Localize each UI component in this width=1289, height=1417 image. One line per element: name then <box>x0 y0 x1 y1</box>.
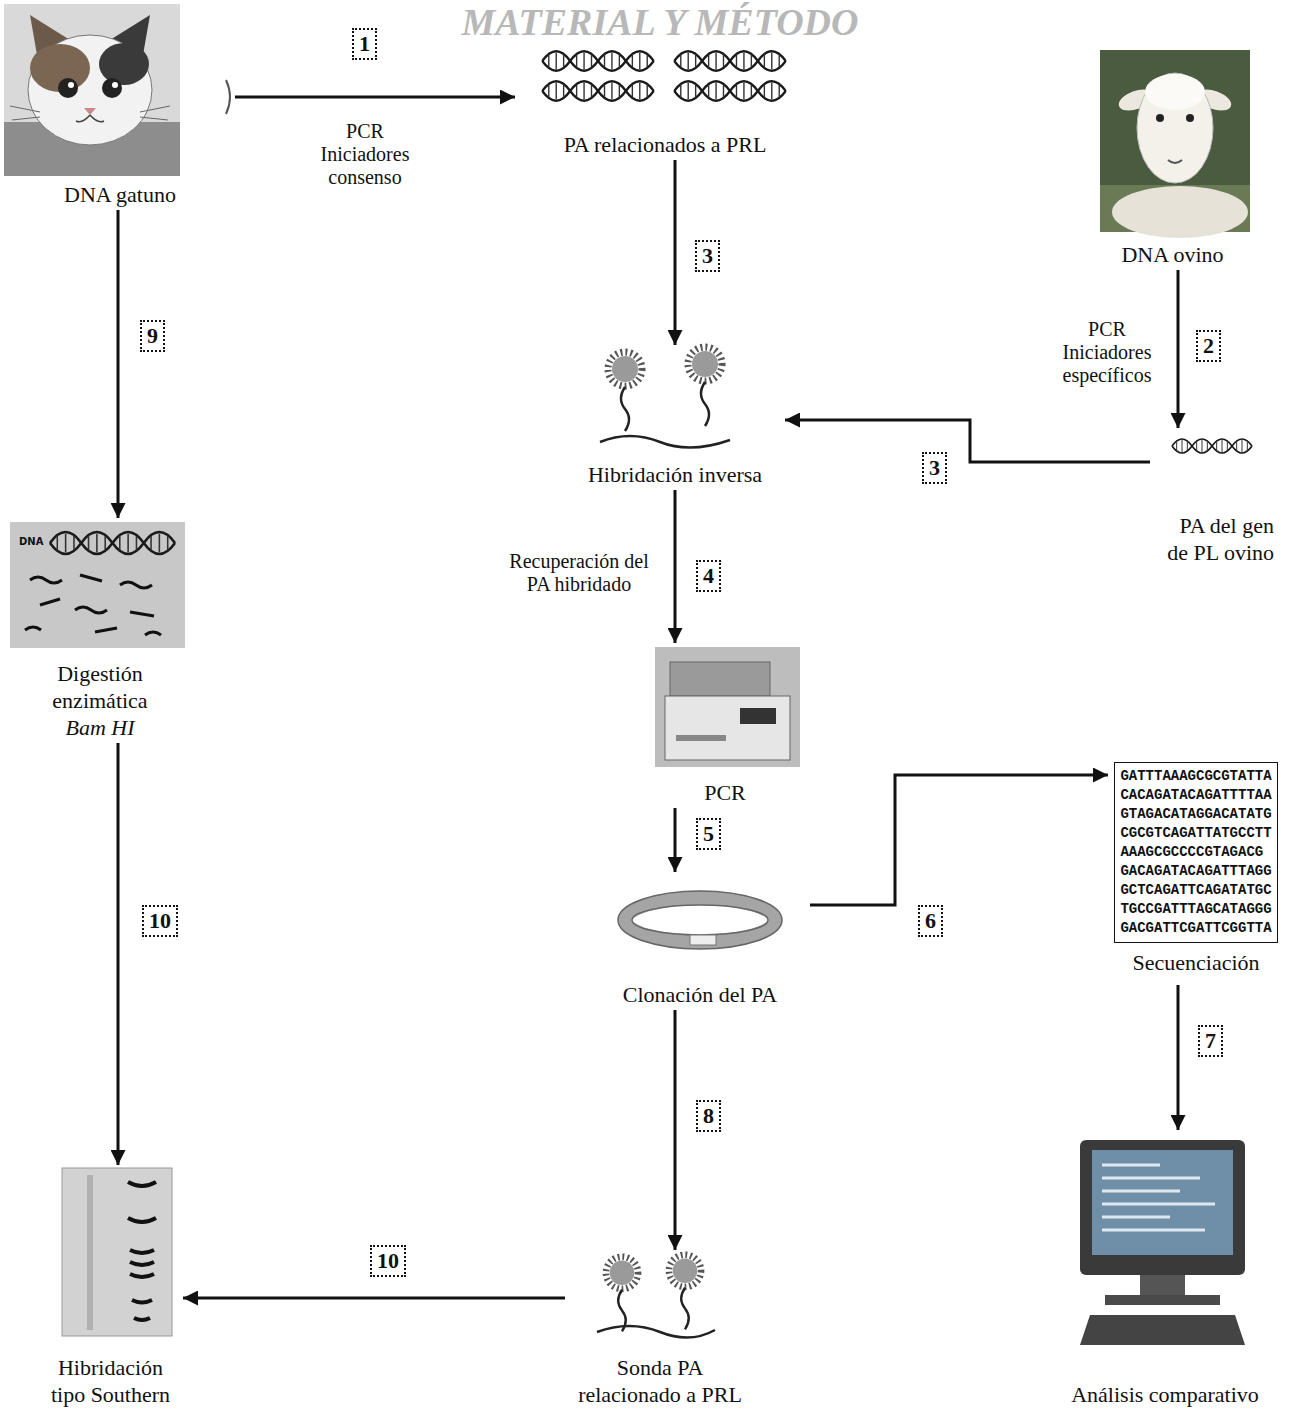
flow-arrow <box>1177 270 1180 428</box>
step-number: 7 <box>1198 1025 1223 1057</box>
figure-tag: DNA <box>19 536 59 548</box>
flow-arrow <box>810 775 1108 905</box>
step-number: 9 <box>140 320 165 352</box>
process-node: Análisis comparativo <box>1045 1130 1285 1410</box>
southern-gel <box>62 1168 172 1336</box>
product-node: PA del gen de PL ovino <box>1150 428 1278 568</box>
pcr-machine <box>655 647 800 767</box>
step-number: 5 <box>696 818 721 850</box>
digestion-figure <box>10 522 185 648</box>
node-caption: DNA ovino <box>1121 241 1223 268</box>
step-number: 10 <box>142 905 178 937</box>
flow-arrow <box>785 420 1150 462</box>
source-node: DNA gatuno <box>5 5 235 210</box>
node-caption: Secuenciación <box>1132 949 1259 976</box>
sheep-photo <box>1100 50 1250 238</box>
probe-figure <box>597 1255 715 1338</box>
process-node: Clonación del PA <box>590 872 810 1010</box>
node-caption: DNA gatuno <box>64 181 176 208</box>
single-helix <box>1172 439 1252 453</box>
step-number: 8 <box>696 1100 721 1132</box>
node-caption: PA relacionados a PRL <box>564 131 767 158</box>
flow-arrow <box>117 210 120 518</box>
product-node: Sonda PA relacionado a PRL <box>565 1250 755 1410</box>
node-caption: Hibridación tipo Southern <box>42 1354 179 1408</box>
step-number: 1 <box>352 28 377 60</box>
process-node: PCR <box>640 643 810 808</box>
source-node: DNA ovino <box>1085 48 1260 270</box>
step-note: Recuperación del PA hibridado <box>500 550 658 596</box>
page-title: MATERIAL Y MÉTODO <box>380 0 940 44</box>
cat-photo <box>4 4 230 176</box>
step-number: 3 <box>922 452 947 484</box>
step-number: 3 <box>695 240 720 272</box>
step-number: 4 <box>696 560 721 592</box>
step-note: PCR Iniciadores específicos <box>1048 318 1166 387</box>
flow-arrow <box>674 808 677 872</box>
node-caption: Digestión enzimática <box>14 660 186 714</box>
flow-arrow <box>1177 985 1180 1130</box>
flow-arrow <box>674 1010 677 1250</box>
flow-arrow <box>117 743 120 1165</box>
flow-arrow <box>235 96 515 99</box>
step-number: 2 <box>1196 330 1221 362</box>
node-caption: PA del gen de PL ovino <box>1154 512 1274 566</box>
flow-arrow <box>674 160 677 345</box>
computer-figure <box>1080 1140 1245 1345</box>
node-caption: Clonación del PA <box>623 981 777 1008</box>
dna-helices <box>542 51 785 101</box>
node-caption: Análisis comparativo <box>1071 1381 1259 1408</box>
cloning-ring <box>618 891 782 949</box>
flow-arrow <box>183 1297 565 1300</box>
process-node: Hibridación tipo Southern <box>38 1165 183 1410</box>
flow-arrow <box>674 490 677 643</box>
process-node: Digestión enzimáticaBam HI <box>10 518 190 743</box>
node-caption: PCR <box>704 779 746 806</box>
sequence-text: GATTTAAAGCGCGTATTA CACAGATACAGATTTTAA GT… <box>1114 762 1277 943</box>
node-caption: Sonda PA relacionado a PRL <box>569 1354 751 1408</box>
step-number: 6 <box>918 905 943 937</box>
process-node: Hibridación inversa <box>565 345 785 490</box>
product-node: PA relacionados a PRL <box>515 45 815 160</box>
sequence-node: GATTTAAAGCGCGTATTA CACAGATACAGATTTTAA GT… <box>1108 750 1284 985</box>
step-number: 10 <box>370 1245 406 1277</box>
node-caption: Bam HI <box>65 714 134 741</box>
step-note: PCR Iniciadores consenso <box>310 120 420 189</box>
hybridization-figure <box>600 347 730 448</box>
node-caption: Hibridación inversa <box>588 461 762 488</box>
